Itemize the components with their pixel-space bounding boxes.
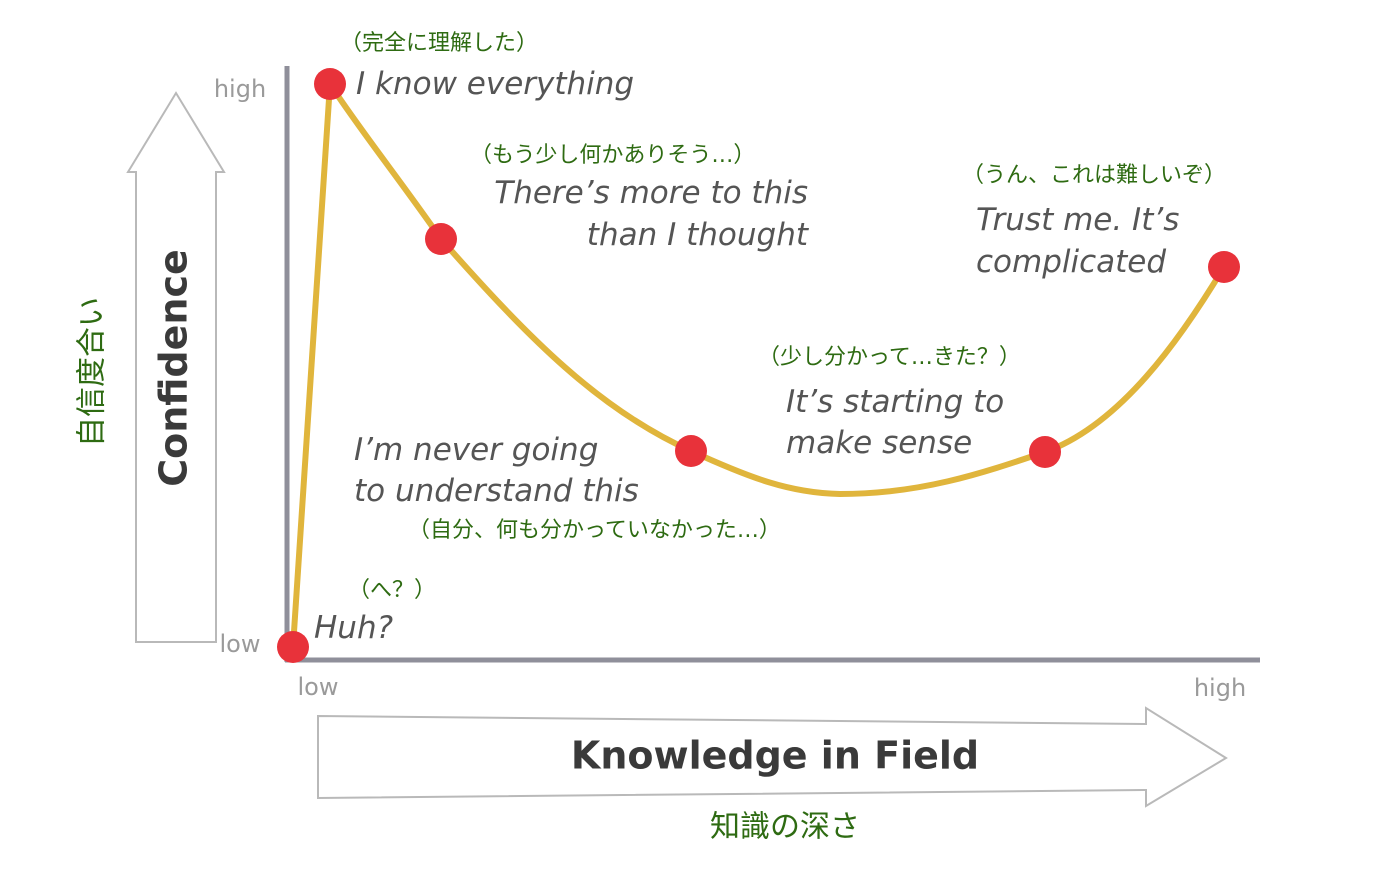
point-huh bbox=[277, 631, 309, 663]
y-axis-label-jp: 自信度合い bbox=[75, 297, 110, 447]
stage-complicated-en-line2: complicated bbox=[976, 244, 1166, 280]
x-axis-label: Knowledge in Field bbox=[571, 734, 979, 778]
stage-huh-en: Huh? bbox=[314, 610, 393, 646]
stage-complicated-jp: （うん、これは難しいぞ） bbox=[962, 163, 1226, 188]
x-axis-arrow bbox=[317, 706, 1228, 808]
stage-more-to-this-en-line2: than I thought bbox=[587, 217, 810, 253]
y-axis-label: Confidence bbox=[152, 249, 196, 487]
y-tick-high: high bbox=[214, 75, 266, 103]
y-tick-low: low bbox=[220, 630, 261, 658]
stage-never-understand-en-line2: to understand this bbox=[354, 473, 639, 509]
x-axis-label-jp: 知識の深さ bbox=[710, 810, 860, 845]
stage-never-understand-jp: （自分、何も分かっていなかった…） bbox=[408, 518, 781, 543]
point-know-everything bbox=[314, 68, 346, 100]
stage-making-sense-en-line1: It’s starting to bbox=[786, 384, 1004, 420]
stage-making-sense-en-line2: make sense bbox=[786, 425, 972, 461]
stage-complicated-en-line1: Trust me. It’s bbox=[976, 202, 1179, 238]
y-axis-arrow bbox=[126, 91, 226, 643]
x-tick-low: low bbox=[298, 673, 339, 701]
point-more-to-this bbox=[425, 223, 457, 255]
stage-huh-jp: （へ？） bbox=[348, 578, 436, 603]
point-complicated bbox=[1208, 251, 1240, 283]
stage-making-sense-jp: （少し分かって…きた？） bbox=[758, 345, 1021, 370]
stage-more-to-this-jp: （もう少し何かありそう…） bbox=[470, 143, 755, 168]
confidence-curve bbox=[290, 81, 1227, 650]
stage-more-to-this-en-line1: There’s more to this bbox=[494, 175, 808, 211]
x-tick-high: high bbox=[1194, 674, 1246, 702]
stage-know-everything-jp: （完全に理解した） bbox=[340, 31, 538, 56]
stage-know-everything-en: I know everything bbox=[356, 66, 634, 102]
stage-never-understand-en-line1: I’m never going bbox=[354, 432, 598, 468]
point-never-understand bbox=[675, 435, 707, 467]
point-starting-to-make-sense bbox=[1029, 436, 1061, 468]
